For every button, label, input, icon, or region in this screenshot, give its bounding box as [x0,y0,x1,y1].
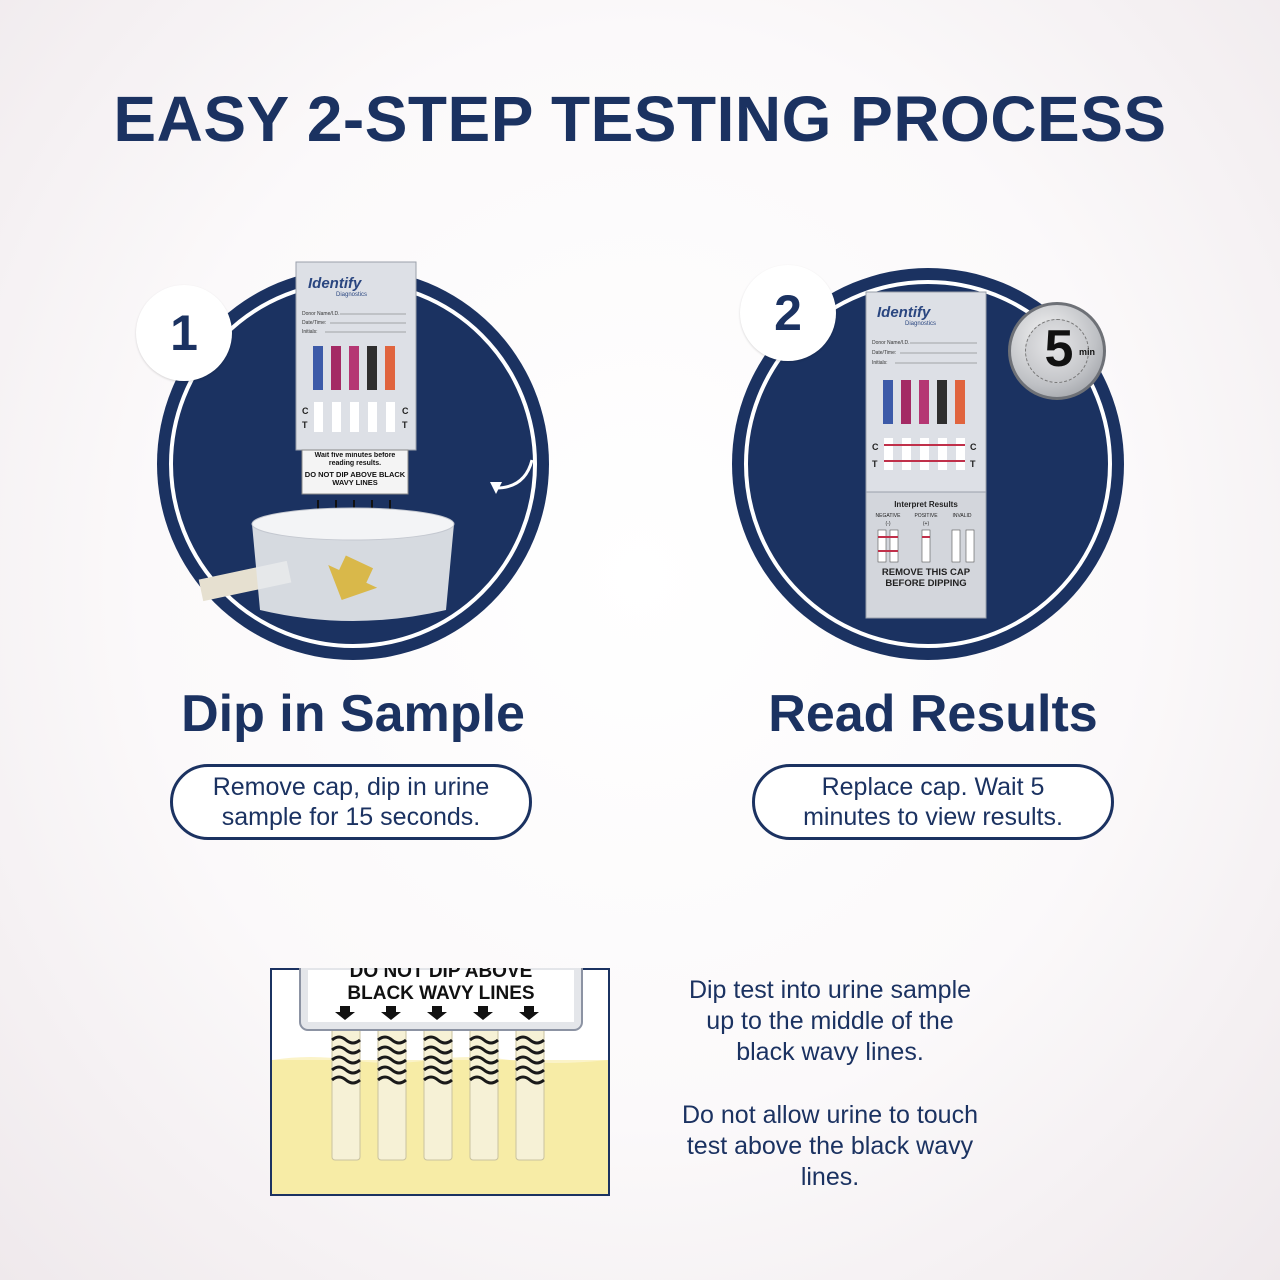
svg-text:Date/Time:: Date/Time: [872,350,896,356]
device-brand: Identify [308,275,362,292]
svg-text:Initials:: Initials: [302,329,318,335]
svg-text:POSITIVE: POSITIVE [914,513,938,519]
svg-text:NEGATIVE: NEGATIVE [876,513,902,519]
svg-text:T: T [872,459,878,469]
timer-unit: min [1079,347,1096,357]
svg-text:T: T [970,459,976,469]
svg-text:Initials:: Initials: [872,360,888,366]
device-brand-sub: Diagnostics [336,292,367,298]
closeup-top-text: DO NOT DIP ABOVE [350,968,533,982]
svg-text:T: T [302,420,308,430]
svg-text:C: C [402,406,409,416]
step2-description: Replace cap. Wait 5 minutes to view resu… [752,764,1114,840]
svg-text:T: T [402,420,408,430]
curved-arrow-icon [495,459,534,490]
svg-text:Interpret Results: Interpret Results [894,500,958,509]
svg-text:INVALID: INVALID [952,513,971,519]
svg-text:Identify: Identify [877,304,931,321]
step1-illustration: Identify Diagnostics Donor Name/I.D. Dat… [157,261,549,660]
instruction-note-2: Do not allow urine to touch test above t… [681,1101,978,1191]
step1-number-badge: 1 [136,285,232,381]
dip-closeup-illustration: DO NOT DIP ABOVE BLACK WAVY LINES [270,968,610,1196]
closeup-label: BLACK WAVY LINES [347,983,534,1004]
svg-text:Donor Name/I.D.: Donor Name/I.D. [302,311,340,317]
svg-text:Donor Name/I.D.: Donor Name/I.D. [872,340,910,346]
svg-text:C: C [872,442,879,452]
page-title: EASY 2-STEP TESTING PROCESS [113,83,1167,155]
step1-title: Dip in Sample [181,685,525,743]
timer-icon: 5 min [1008,302,1106,400]
svg-text:C: C [302,406,309,416]
step2-number-badge: 2 [740,265,836,361]
step1-description: Remove cap, dip in urine sample for 15 s… [170,764,532,840]
step2-title: Read Results [768,685,1098,743]
svg-text:C: C [970,442,977,452]
test-device-capped: Identify Diagnostics Donor Name/I.D. Dat… [865,291,987,619]
svg-text:(-): (-) [886,521,891,527]
svg-text:Diagnostics: Diagnostics [905,321,936,327]
instruction-note-1: Dip test into urine sample up to the mid… [688,976,972,1066]
timer-value: 5 [1044,320,1074,378]
sample-cup [198,507,455,621]
svg-text:Date/Time:: Date/Time: [302,320,326,326]
svg-text:(+): (+) [923,521,930,527]
test-device: Identify Diagnostics Donor Name/I.D. Dat… [295,261,417,525]
